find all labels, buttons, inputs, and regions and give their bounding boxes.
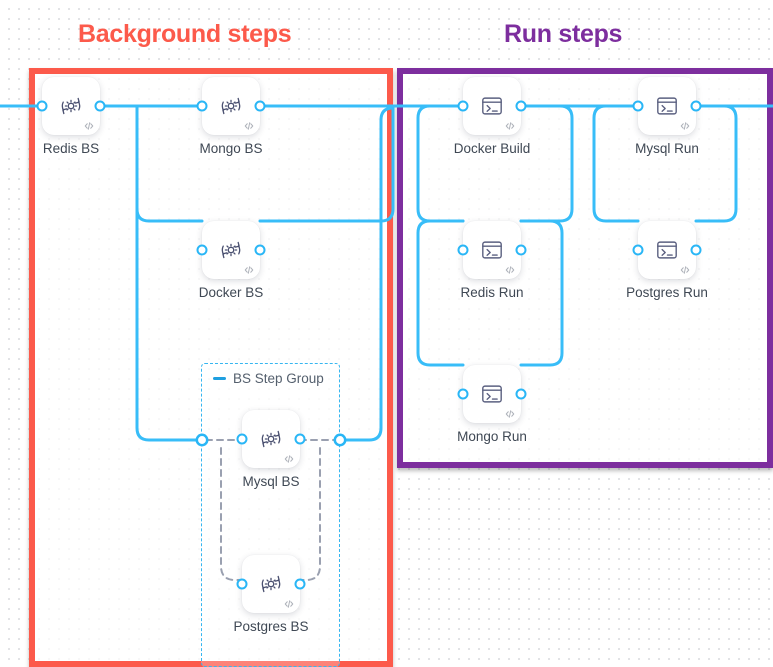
port-out-mysql-bs[interactable]	[294, 433, 306, 445]
node-label-mysql-run: Mysql Run	[635, 141, 699, 156]
terminal-icon	[478, 380, 506, 408]
node-docker-build[interactable]: Docker Build	[454, 77, 530, 156]
port-in-docker-bs[interactable]	[196, 244, 208, 256]
code-icon[interactable]	[283, 598, 295, 610]
port-out-mongo-bs[interactable]	[254, 100, 266, 112]
port-in-redis-run[interactable]	[457, 244, 469, 256]
bs-step-group-header[interactable]: BS Step Group	[213, 371, 324, 386]
terminal-icon	[653, 92, 681, 120]
node-label-mysql-bs: Mysql BS	[242, 474, 300, 489]
port-in-postgres-run[interactable]	[632, 244, 644, 256]
port-out-mysql-run[interactable]	[690, 100, 702, 112]
node-label-mongo-run: Mongo Run	[457, 429, 527, 444]
terminal-icon	[478, 92, 506, 120]
node-card-docker-bs[interactable]	[202, 221, 260, 279]
node-mongo-bs[interactable]: Mongo BS	[196, 77, 266, 156]
terminal-icon	[478, 236, 506, 264]
port-out-docker-bs[interactable]	[254, 244, 266, 256]
node-card-mysql-bs[interactable]	[242, 410, 300, 468]
node-label-docker-build: Docker Build	[453, 141, 531, 156]
node-postgres-run[interactable]: Postgres Run	[626, 221, 708, 300]
background-service-icon	[217, 236, 245, 264]
node-card-postgres-run[interactable]	[638, 221, 696, 279]
node-label-docker-bs: Docker BS	[198, 285, 264, 300]
port-in-mongo-bs[interactable]	[196, 100, 208, 112]
code-icon[interactable]	[504, 120, 516, 132]
node-card-mysql-run[interactable]	[638, 77, 696, 135]
port-out-postgres-run[interactable]	[690, 244, 702, 256]
node-label-postgres-run: Postgres Run	[626, 285, 708, 300]
background-service-icon	[257, 425, 285, 453]
code-icon[interactable]	[243, 264, 255, 276]
code-icon[interactable]	[83, 120, 95, 132]
port-in-docker-build[interactable]	[457, 100, 469, 112]
minus-icon[interactable]	[213, 377, 226, 380]
node-card-docker-build[interactable]	[463, 77, 521, 135]
port-out-redis-run[interactable]	[515, 244, 527, 256]
port-out-postgres-bs[interactable]	[294, 578, 306, 590]
port-out-mongo-run[interactable]	[515, 388, 527, 400]
code-icon[interactable]	[504, 408, 516, 420]
node-docker-bs[interactable]: Docker BS	[196, 221, 266, 300]
terminal-icon	[653, 236, 681, 264]
port-out-docker-build[interactable]	[515, 100, 527, 112]
code-icon[interactable]	[679, 120, 691, 132]
node-mongo-run[interactable]: Mongo Run	[457, 365, 527, 444]
node-card-mongo-run[interactable]	[463, 365, 521, 423]
code-icon[interactable]	[243, 120, 255, 132]
background-service-icon	[57, 92, 85, 120]
node-label-redis-run: Redis Run	[460, 285, 524, 300]
code-icon[interactable]	[283, 453, 295, 465]
port-in-postgres-bs[interactable]	[236, 578, 248, 590]
port-in-mysql-bs[interactable]	[236, 433, 248, 445]
code-icon[interactable]	[679, 264, 691, 276]
node-card-mongo-bs[interactable]	[202, 77, 260, 135]
port-in-redis-bs[interactable]	[36, 100, 48, 112]
port-in-mongo-run[interactable]	[457, 388, 469, 400]
port-in-mysql-run[interactable]	[632, 100, 644, 112]
background-service-icon	[217, 92, 245, 120]
node-mysql-run[interactable]: Mysql Run	[632, 77, 702, 156]
node-card-redis-bs[interactable]	[42, 77, 100, 135]
node-card-redis-run[interactable]	[463, 221, 521, 279]
code-icon[interactable]	[504, 264, 516, 276]
group-title-background-steps: Background steps	[78, 20, 292, 48]
node-label-mongo-bs: Mongo BS	[199, 141, 263, 156]
node-redis-run[interactable]: Redis Run	[457, 221, 527, 300]
bs-step-group-label: BS Step Group	[233, 371, 324, 386]
group-box-run-steps	[397, 68, 773, 468]
node-label-postgres-bs: Postgres BS	[233, 619, 309, 634]
node-postgres-bs[interactable]: Postgres BS	[233, 555, 309, 634]
node-label-redis-bs: Redis BS	[42, 141, 100, 156]
node-card-postgres-bs[interactable]	[242, 555, 300, 613]
background-service-icon	[257, 570, 285, 598]
node-redis-bs[interactable]: Redis BS	[36, 77, 106, 156]
port-out-redis-bs[interactable]	[94, 100, 106, 112]
group-title-run-steps: Run steps	[504, 20, 623, 48]
node-mysql-bs[interactable]: Mysql BS	[236, 410, 306, 489]
